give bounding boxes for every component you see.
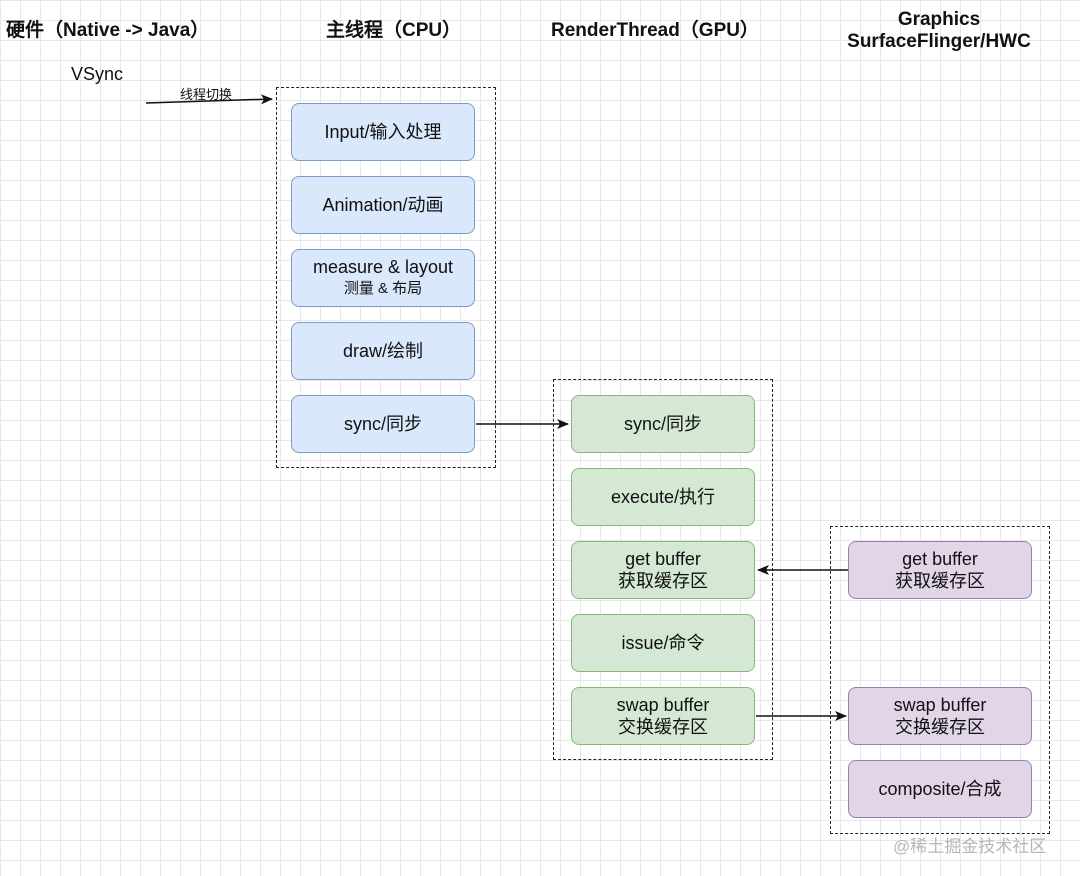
render-step-sync: sync/同步 [571, 395, 755, 453]
column-title-main-thread: 主线程（CPU） [326, 20, 462, 41]
render-step-get-buffer-sublabel: 获取缓存区 [618, 571, 708, 591]
graphics-group [830, 526, 1050, 834]
render-step-execute-label: execute/执行 [610, 487, 716, 507]
render-step-get-buffer-label: get buffer [625, 549, 701, 569]
column-title-graphics-line1: Graphics [897, 9, 981, 30]
vsync-arrow [145, 94, 273, 105]
graphics-step-swap-buffer: swap buffer 交换缓存区 [848, 687, 1032, 745]
graphics-step-composite: composite/合成 [848, 760, 1032, 818]
render-step-swap-buffer-sublabel: 交换缓存区 [618, 717, 708, 737]
main-step-sync: sync/同步 [291, 395, 475, 453]
render-step-swap-buffer-label: swap buffer [616, 695, 710, 715]
render-step-sync-label: sync/同步 [623, 414, 702, 434]
thread-switch-label: 线程切换 [180, 87, 233, 102]
main-step-measure-layout: measure & layout 测量 & 布局 [291, 249, 475, 307]
column-title-graphics-line2: SurfaceFlinger/HWC [847, 31, 1031, 52]
main-step-measure-layout-label: measure & layout [312, 257, 454, 277]
main-step-animation-label: Animation/动画 [322, 195, 444, 215]
render-step-swap-buffer: swap buffer 交换缓存区 [571, 687, 755, 745]
main-step-input-label: Input/输入处理 [324, 122, 442, 142]
graphics-step-swap-buffer-sublabel: 交换缓存区 [895, 717, 985, 737]
column-title-hardware: 硬件（Native -> Java） [6, 20, 210, 41]
render-step-execute: execute/执行 [571, 468, 755, 526]
vsync-label: VSync [71, 64, 124, 84]
graphics-step-get-buffer-label: get buffer [902, 549, 978, 569]
column-title-graphics: Graphics SurfaceFlinger/HWC [832, 9, 1046, 53]
graphics-step-get-buffer-sublabel: 获取缓存区 [895, 571, 985, 591]
column-title-render-thread: RenderThread（GPU） [551, 20, 759, 41]
main-step-measure-layout-sublabel: 测量 & 布局 [343, 280, 423, 297]
graphics-step-composite-label: composite/合成 [878, 779, 1002, 799]
render-step-get-buffer: get buffer 获取缓存区 [571, 541, 755, 599]
render-step-issue-label: issue/命令 [621, 633, 705, 653]
graphics-step-swap-buffer-label: swap buffer [893, 695, 987, 715]
watermark: @稀土掘金技术社区 [893, 837, 1047, 856]
main-step-input: Input/输入处理 [291, 103, 475, 161]
main-step-sync-label: sync/同步 [343, 414, 422, 434]
render-step-issue: issue/命令 [571, 614, 755, 672]
graphics-step-get-buffer: get buffer 获取缓存区 [848, 541, 1032, 599]
main-step-animation: Animation/动画 [291, 176, 475, 234]
main-thread-group [276, 87, 496, 468]
main-step-draw-label: draw/绘制 [342, 341, 423, 361]
main-step-draw: draw/绘制 [291, 322, 475, 380]
